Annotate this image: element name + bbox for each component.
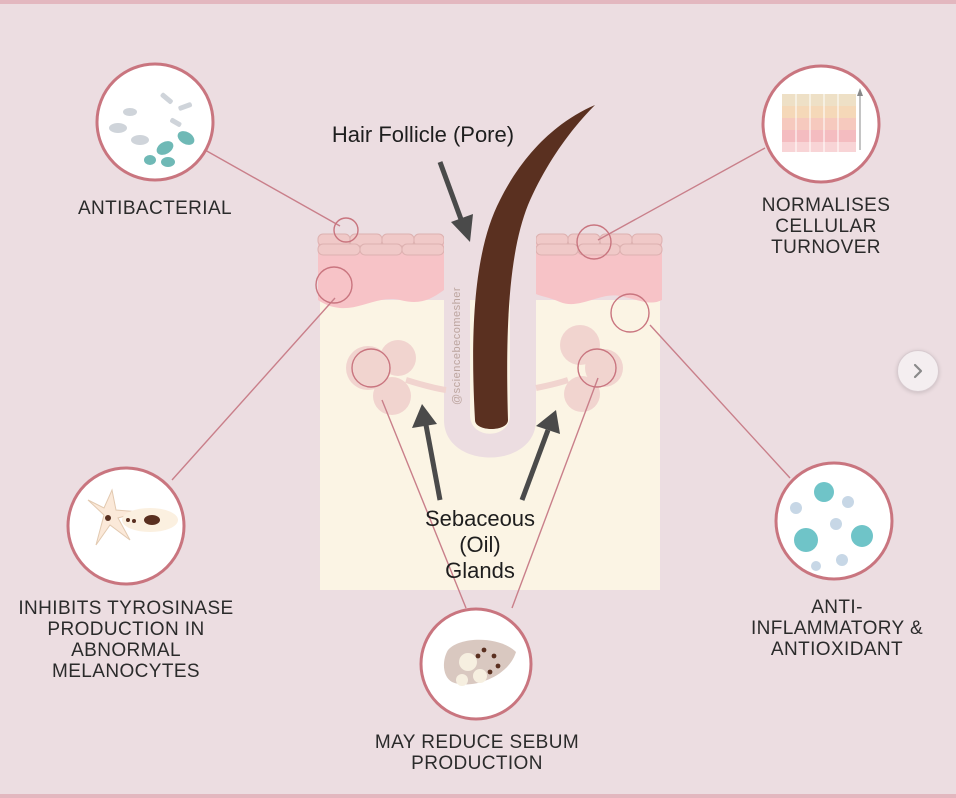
bottom-border [0, 794, 956, 798]
top-border [0, 0, 956, 4]
hair-strand [473, 105, 595, 429]
tyrosinase-label: INHIBITS TYROSINASE PRODUCTION IN ABNORM… [18, 598, 234, 682]
antibacterial-label: ANTIBACTERIAL [77, 198, 233, 219]
sebaceous-arrow-left [412, 404, 443, 501]
next-slide-button[interactable] [897, 350, 939, 392]
sebum-gland-icon [419, 607, 533, 721]
connector-lines [171, 147, 791, 609]
antibacterial-icon [95, 62, 215, 182]
follicle-channel [444, 230, 536, 458]
melanocyte-icon [66, 466, 186, 586]
epidermis-right [536, 244, 662, 305]
anti-inflammatory-label: ANTI- INFLAMMATORY & ANTIOXIDANT [750, 597, 924, 660]
watermark: @sciencebecomesher [451, 287, 463, 405]
cellular-turnover-icon [761, 64, 881, 184]
chevron-right-icon [913, 363, 923, 379]
sebaceous-glands-label: Sebaceous (Oil) Glands [424, 506, 536, 583]
cellular-turnover-label: NORMALISES CELLULAR TURNOVER [761, 195, 891, 258]
hair-follicle-label: Hair Follicle (Pore) [331, 122, 515, 147]
corneum-cells-left [317, 233, 445, 256]
corneum-cells-right [535, 233, 663, 256]
highlight-rings [315, 217, 650, 388]
sebum-label: MAY REDUCE SEBUM PRODUCTION [374, 732, 580, 774]
hair-follicle-arrow [437, 161, 473, 242]
epidermis-left [318, 244, 444, 309]
sebaceous-arrow-right [519, 410, 560, 501]
sebaceous-gland-left [346, 340, 447, 415]
antioxidant-icon [774, 461, 894, 581]
skin-cross-section [317, 105, 663, 590]
